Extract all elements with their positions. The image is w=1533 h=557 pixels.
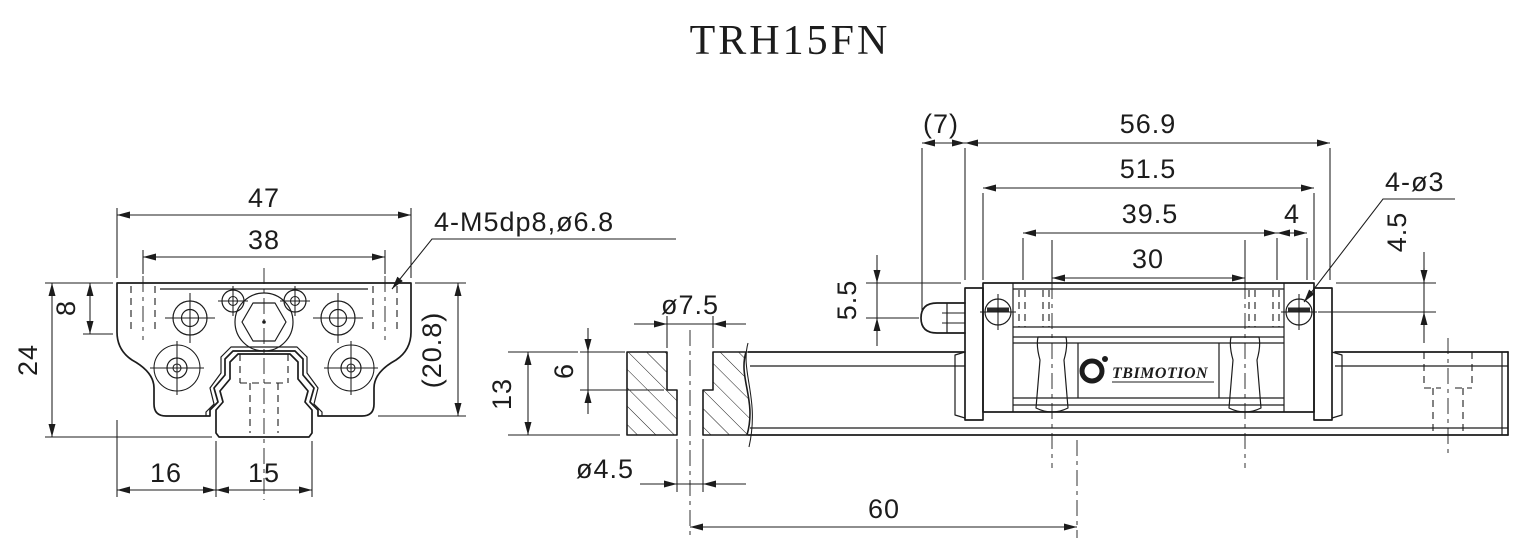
front-counterbore-holes (165, 293, 363, 343)
front-hex-port (234, 292, 294, 352)
dim-body-length: 51.5 (1120, 154, 1177, 184)
dim-hole-pitch: 60 (868, 494, 900, 524)
side-dimensions: (7) 56.9 51.5 39.5 4 30 4-ø3 (487, 109, 1455, 538)
dim-wiper-spacing: 30 (1132, 244, 1164, 274)
dim-rail-height: 13 (487, 378, 517, 410)
dim-flange-width: 47 (248, 183, 280, 213)
dim-total-length: 56.9 (1120, 109, 1177, 139)
front-lower-screws (150, 341, 378, 395)
front-flange-hidden-holes (130, 276, 398, 340)
label-side-holes: 4-ø3 (1385, 167, 1445, 197)
dim-end-offset: 4 (1284, 199, 1300, 229)
side-block (954, 282, 1343, 468)
side-rail-section (626, 330, 753, 540)
dim-nipple-offset: 5.5 (832, 280, 862, 321)
dim-total-height: 24 (13, 344, 43, 376)
dim-rail-width: 15 (248, 458, 280, 488)
dim-block-height: (20.8) (417, 312, 447, 389)
dim-bottom-left: 16 (150, 458, 182, 488)
dim-counterbore-depth: 6 (549, 363, 579, 379)
dim-nipple-protrusion: (7) (923, 109, 959, 139)
dim-hole-dia: ø4.5 (576, 454, 634, 484)
front-dimensions: 47 38 8 24 (20.8) 16 15 (13, 183, 676, 497)
grease-nipple (920, 302, 966, 334)
side-rail (747, 338, 1509, 455)
brand-logo: TBIMOTION (1079, 356, 1214, 384)
dim-inner-length: 39.5 (1122, 199, 1179, 229)
dim-side-hole-offset: 4.5 (1382, 212, 1412, 253)
front-view: 47 38 8 24 (20.8) 16 15 (13, 183, 676, 500)
dim-counterbore-dia: ø7.5 (661, 290, 719, 320)
drawing-title: TRH15FN (690, 18, 891, 64)
side-wipers (1035, 336, 1262, 413)
front-rail-section (215, 268, 313, 500)
side-view: TBIMOTION (7) 56.9 51.5 39.5 4 (487, 109, 1509, 540)
logo-dot-icon (1102, 356, 1108, 362)
dim-top-width: 38 (248, 225, 280, 255)
dim-flange-height: 8 (51, 300, 81, 316)
end-cap-screws (980, 294, 1317, 330)
logo-text: TBIMOTION (1112, 365, 1209, 382)
label-mount-holes: 4-M5dp8,ø6.8 (434, 207, 614, 237)
